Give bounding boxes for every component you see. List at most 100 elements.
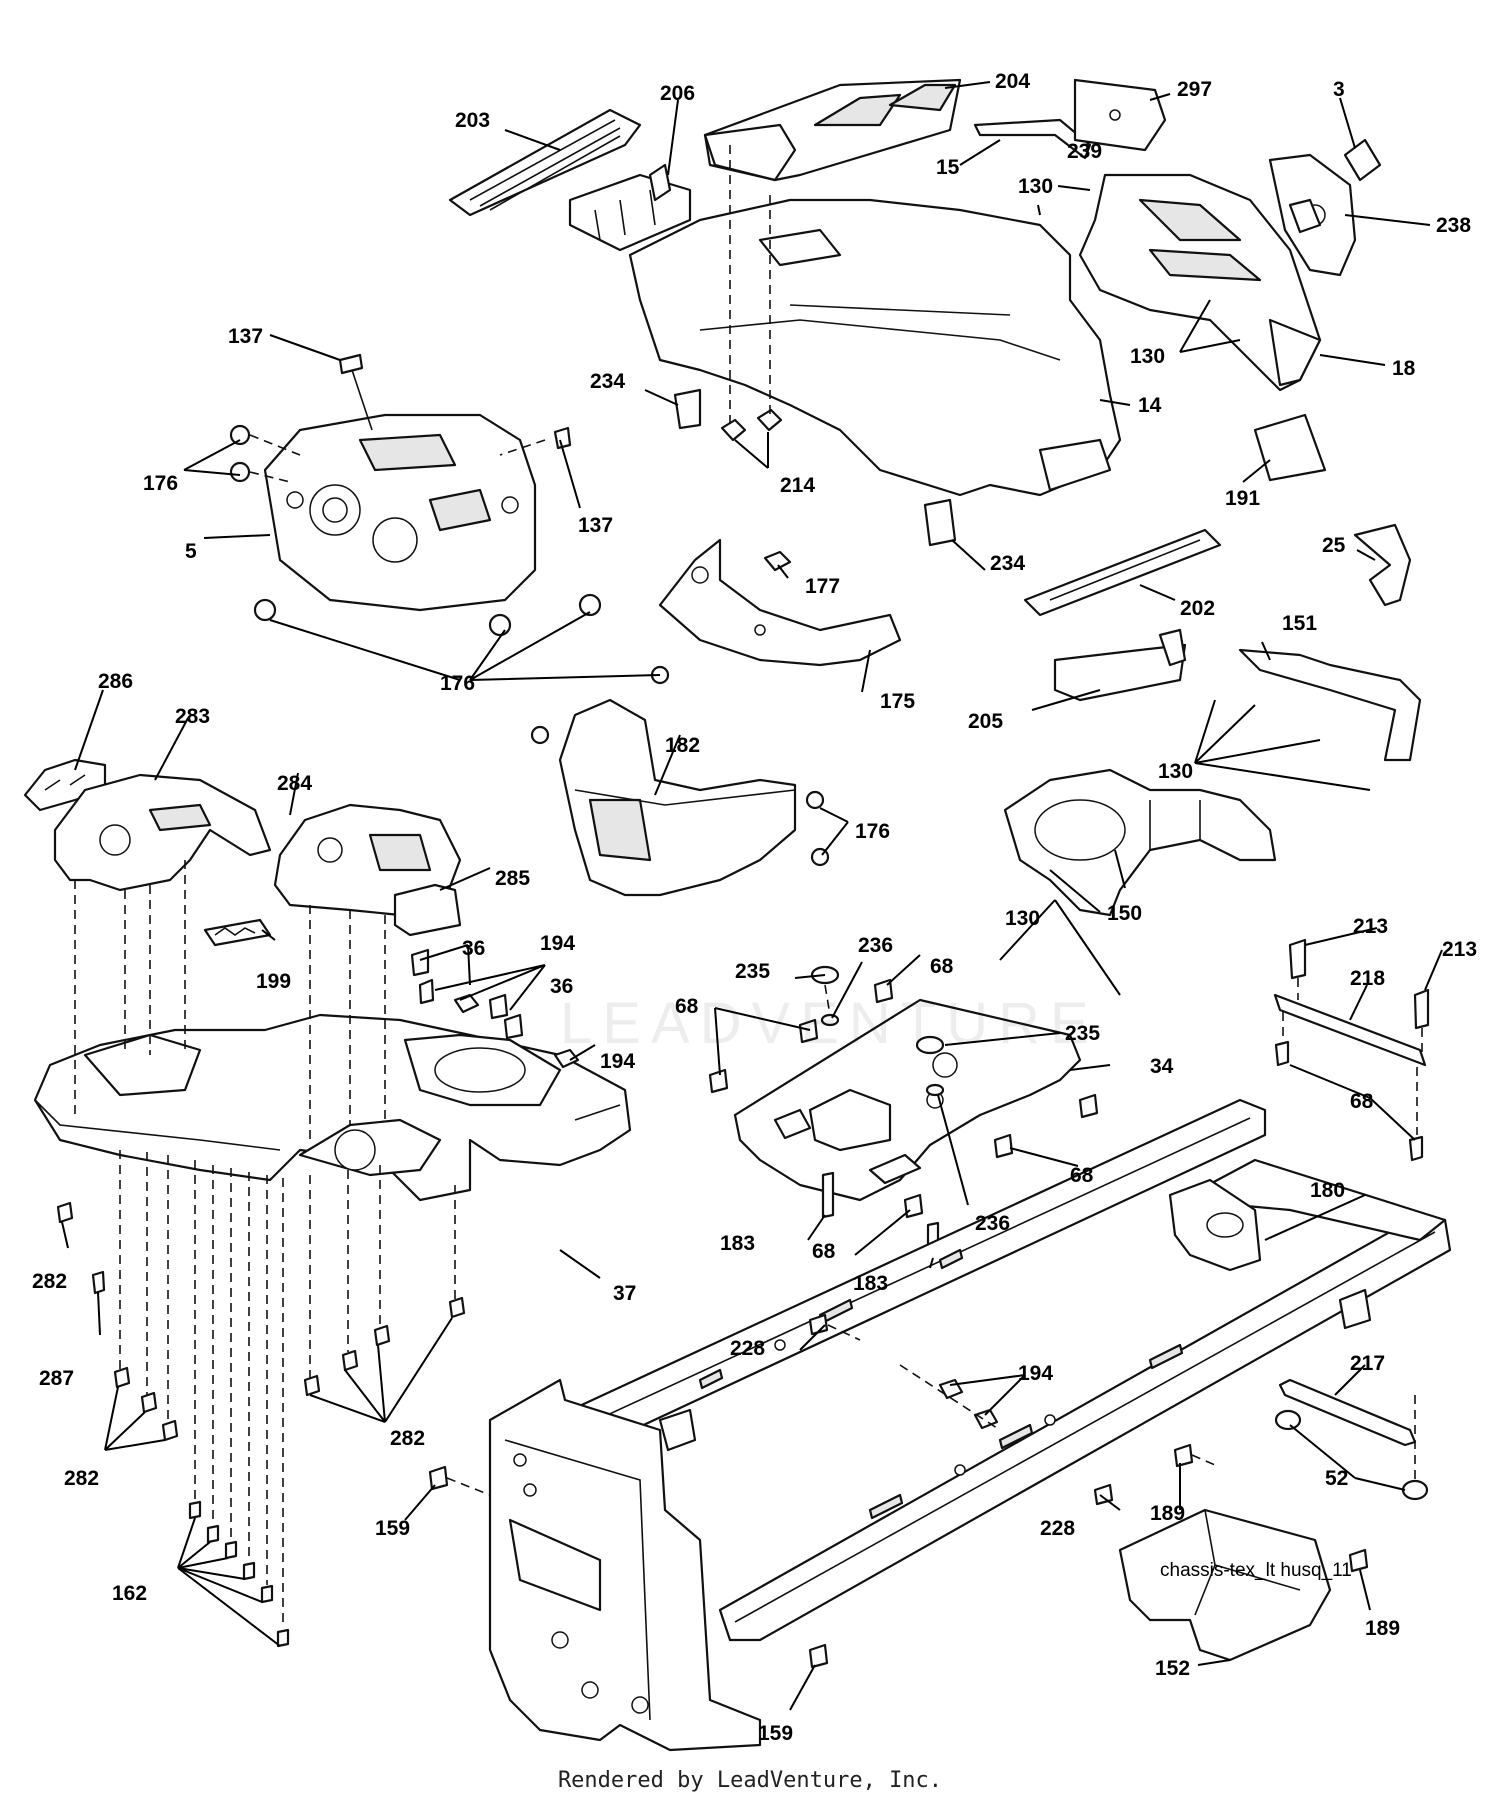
part-239-lens [1288,198,1322,234]
dash-159 [446,1477,491,1496]
part-182-console [558,698,797,897]
part-177-nut [763,550,792,572]
dash-235 [824,984,831,1016]
part-234-clip-upper [673,388,702,430]
callout-234-a: 234 [590,370,625,393]
part-218-bracket [1273,993,1427,1067]
callout-34: 34 [1150,1055,1174,1078]
callout-182: 182 [665,734,700,757]
part-214-nuts [720,408,783,442]
part-37-fender [33,1013,632,1202]
leader-lines [61,81,1443,1711]
part-36-bolts [410,948,524,1040]
part-3-emblem [1343,138,1382,182]
callout-151: 151 [1282,612,1317,635]
callout-194-c: 194 [1018,1362,1053,1385]
callout-214: 214 [780,474,815,497]
part-152-cover [1118,1508,1332,1662]
part-194-nuts-frame [938,1378,999,1430]
reference-code: chassis-tex_lt husq_11 [1160,1560,1352,1581]
dash-189 [1191,1454,1216,1466]
callout-52: 52 [1325,1467,1348,1490]
callout-203: 203 [455,109,490,132]
callout-194-b: 194 [600,1050,635,1073]
callout-176-c: 176 [855,820,890,843]
part-283-cover [53,773,272,892]
callout-283: 283 [175,705,210,728]
part-34-mount-plate [733,998,1082,1202]
part-234-clip-lower [923,498,957,547]
callout-228-b: 228 [1040,1517,1075,1540]
part-25-bracket [1353,523,1412,607]
callout-159-a: 159 [375,1517,410,1540]
callout-176-a: 176 [143,472,178,495]
callout-37: 37 [613,1282,636,1305]
part-18-grille-front [1078,173,1322,392]
part-191-pad [1253,413,1327,482]
part-213-bolts [1288,938,1430,1030]
callout-235-b: 235 [1065,1022,1100,1045]
callout-282-a: 282 [32,1270,67,1293]
callout-14: 14 [1138,394,1162,417]
callout-25: 25 [1322,534,1346,557]
callout-234-b: 234 [990,552,1025,575]
callout-162: 162 [112,1582,147,1605]
part-175-bracket [658,538,902,667]
part-286-handle [23,758,107,812]
callout-284: 284 [277,772,312,795]
callout-177: 177 [805,575,840,598]
part-137-bolt-side [553,426,572,450]
part-5-dash-panel [263,413,537,612]
part-68-bolts-plate [708,978,1099,1219]
callout-68-e: 68 [1350,1090,1374,1113]
part-137-bolt-top [338,353,373,431]
callout-15: 15 [936,156,960,179]
callout-18: 18 [1392,357,1416,380]
part-52-nuts [1274,1409,1429,1501]
part-180-hitch [1168,1178,1372,1330]
part-68-bolts-bracket [1274,1040,1424,1162]
callout-236-b: 236 [975,1212,1010,1235]
callout-175: 175 [880,690,915,713]
part-204-hood-top [703,78,962,182]
callout-213-a: 213 [1353,915,1388,938]
callout-5: 5 [185,540,197,563]
callout-297: 297 [1177,78,1212,101]
watermark: LEADVENTURE [560,991,1099,1056]
part-217-rod [1278,1378,1417,1447]
callout-202: 202 [1180,597,1215,620]
callout-labels: 203 206 204 15 297 3 130 239 238 130 18 … [32,70,1477,1745]
callout-152: 152 [1155,1657,1190,1680]
dash-137 [499,439,546,456]
callout-194-a: 194 [540,932,575,955]
part-285-lens [393,883,462,937]
callout-213-b: 213 [1442,938,1477,961]
callout-282-b: 282 [64,1467,99,1490]
part-284-cover [273,803,462,917]
callout-183-a: 183 [720,1232,755,1255]
callout-150: 150 [1107,902,1142,925]
callout-285: 285 [495,867,530,890]
part-228-pins [808,1313,1114,1506]
part-15-trim [973,118,1092,160]
callout-130-b: 130 [1130,345,1165,368]
callout-238: 238 [1436,214,1471,237]
callout-282-c: 282 [390,1427,425,1450]
callout-68-a: 68 [930,955,954,978]
callout-180: 180 [1310,1179,1345,1202]
callout-68-d: 68 [812,1240,836,1263]
callout-176-b: 176 [440,672,475,695]
part-202-grille-strip [1023,528,1222,617]
callout-286: 286 [98,670,133,693]
callout-137-a: 137 [228,325,263,348]
part-189-bolts [1173,1443,1369,1573]
part-203-grille-strip [448,108,642,217]
dash-218-a [1282,978,1299,1042]
callout-36-b: 36 [550,975,573,998]
callout-239: 239 [1067,140,1102,163]
callout-189-b: 189 [1365,1617,1400,1640]
callout-130-d: 130 [1005,907,1040,930]
part-205-lens-cover [1053,628,1187,702]
footer-credit: Rendered by LeadVenture, Inc. [557,1768,943,1793]
